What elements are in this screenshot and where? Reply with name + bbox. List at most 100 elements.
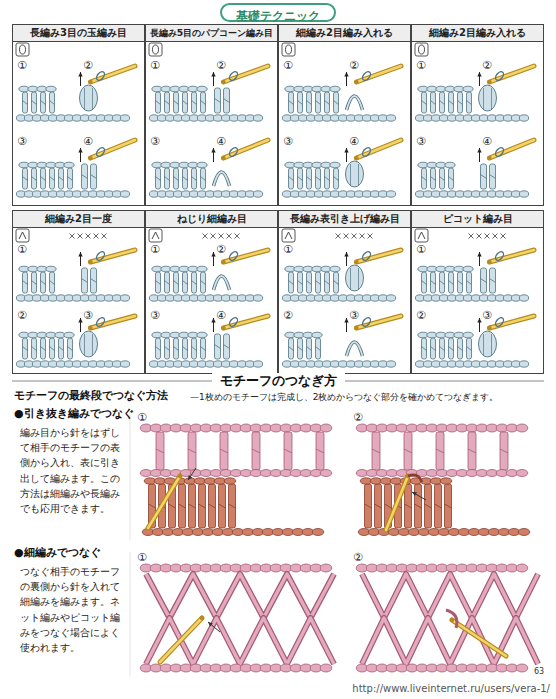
direction-arrow	[477, 72, 481, 77]
crochet-hook	[91, 66, 136, 82]
chain-stitch	[197, 332, 207, 338]
chain-stitch	[253, 295, 262, 301]
chain-stitch	[516, 470, 528, 477]
callout-number: ③	[82, 310, 94, 322]
direction-arrow	[344, 148, 348, 153]
chart-symbol	[227, 234, 232, 239]
yarn-loop	[228, 146, 239, 158]
technique-panel: 細編み2目一度	[12, 210, 145, 374]
stitch-post	[201, 281, 206, 285]
crochet-hook	[148, 476, 180, 528]
section-heading: モチーフのつなぎ方	[212, 373, 345, 389]
stitch-post	[41, 338, 46, 359]
stitch-post	[415, 484, 422, 528]
chart-symbol	[360, 234, 365, 239]
stitch-post	[189, 504, 196, 508]
stitch-post	[156, 432, 164, 470]
callout-number: ①	[136, 552, 148, 564]
direction-arrow	[344, 252, 348, 257]
stitch-post	[91, 164, 97, 189]
stitch-post	[405, 484, 412, 528]
chain-stitch	[197, 86, 207, 92]
symbol-icon	[19, 232, 26, 239]
stitch-post	[220, 449, 228, 453]
stitch-post	[82, 279, 88, 283]
technique-panel: ねじり細編み目	[145, 210, 278, 374]
yarn-loop	[361, 146, 372, 158]
chain-stitch	[516, 664, 528, 672]
crochet-hook	[91, 316, 136, 328]
stitch-post	[156, 281, 161, 285]
stitch-post	[91, 268, 97, 293]
chart-symbol	[219, 234, 224, 239]
stitch-post	[165, 92, 170, 113]
stitch-post	[201, 338, 206, 359]
chart-symbol	[368, 234, 373, 239]
divider	[130, 552, 131, 676]
chain-stitch	[463, 86, 473, 92]
stitch-post	[215, 88, 221, 113]
stitch-post	[183, 168, 188, 189]
hook-tip	[88, 326, 92, 330]
crochet-hook	[490, 316, 535, 328]
chain-stitch	[519, 361, 528, 367]
callout-number: ②	[352, 552, 364, 564]
stitch-post	[156, 168, 161, 189]
yarn-loop	[361, 70, 372, 82]
chart-symbol	[344, 234, 349, 239]
stitch-post	[431, 168, 436, 189]
yarn-loop	[95, 146, 106, 158]
direction-arrow	[344, 72, 348, 77]
chart-symbol	[469, 234, 474, 239]
stitch-post	[467, 272, 472, 293]
callout-number: ③	[282, 136, 294, 148]
stitch-post	[375, 504, 382, 508]
stitch-post	[289, 281, 294, 285]
stitch-post	[334, 101, 339, 105]
callout-number: ③	[149, 136, 161, 148]
stitch-post	[50, 168, 55, 189]
symbol-icon	[152, 232, 159, 239]
crochet-hook	[91, 66, 136, 82]
stitch-post	[174, 168, 179, 189]
hook-tip	[354, 326, 358, 330]
stitch-post	[23, 101, 28, 105]
stitch-post	[215, 345, 221, 349]
crochet-hook	[357, 250, 402, 262]
method-heading: ●引き抜き編みでつなぐ	[14, 407, 134, 421]
callout-number: ③	[16, 136, 28, 148]
stitch-post	[334, 168, 339, 189]
stitch-post	[467, 338, 472, 359]
stitch-post	[192, 168, 197, 189]
stitch-post	[316, 347, 321, 351]
chain-stitch	[64, 332, 74, 338]
stitch-post	[431, 177, 436, 181]
crochet-hook	[490, 66, 535, 82]
panel-heading: ねじり細編み目	[146, 211, 277, 228]
crochet-hook	[357, 66, 402, 82]
stitch-post	[325, 168, 330, 189]
stitch-post	[165, 177, 170, 181]
stitch-post	[59, 177, 64, 181]
stitch-post	[431, 101, 436, 105]
crochet-hook	[224, 140, 269, 158]
puff-stitch	[358, 268, 359, 290]
stitch-post	[425, 484, 432, 528]
chart-symbol	[227, 234, 232, 239]
yarn-loop	[228, 316, 239, 328]
stitch-post	[440, 168, 445, 189]
stitch-post	[149, 504, 156, 508]
stitch-loop	[214, 172, 230, 186]
callout-number: ②	[82, 60, 94, 72]
stitch-post	[325, 92, 330, 113]
chart-symbol	[203, 234, 208, 239]
chain-stitch	[46, 86, 56, 92]
stitch-post	[490, 164, 496, 189]
chain-stitch	[312, 332, 322, 338]
stitch-post	[458, 347, 463, 351]
stitch-post	[307, 101, 312, 105]
chain-stitch	[516, 424, 528, 432]
crochet-hook	[224, 316, 269, 328]
stitch-post	[59, 347, 64, 351]
direction-arrow	[78, 72, 82, 77]
